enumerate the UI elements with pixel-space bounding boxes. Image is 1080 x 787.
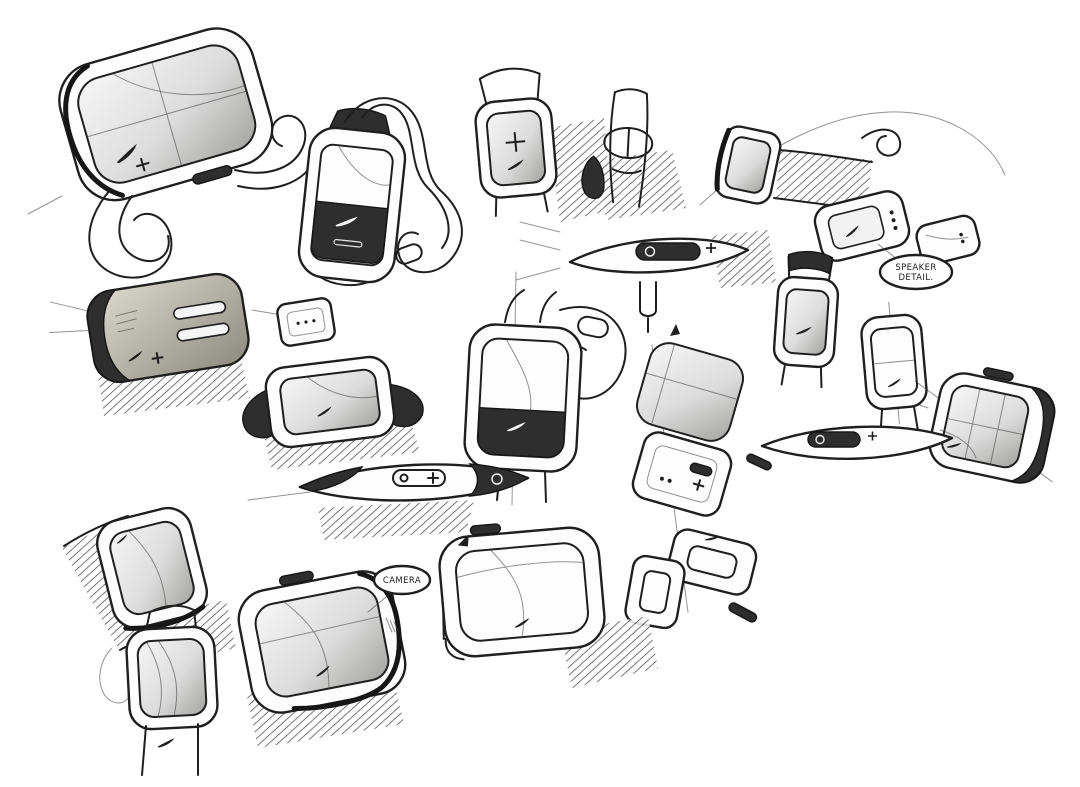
- sketch-watch-long-strap: [297, 97, 463, 287]
- annotation-camera: CAMERA: [383, 576, 421, 586]
- watch-screen: [724, 136, 772, 194]
- speaker-slot: [333, 238, 363, 248]
- sketch-watch-perspective-center: [242, 355, 424, 470]
- top-lug: [328, 107, 391, 135]
- side-button: [278, 570, 314, 586]
- sketch-watch-front-bottom-left: [99, 604, 219, 776]
- sketch-watch-top-view-large: [438, 523, 658, 688]
- contact-dot: [312, 319, 316, 323]
- strap-buckle: [577, 315, 609, 339]
- plus-icon: [868, 431, 877, 441]
- plus-icon: [151, 352, 164, 364]
- sketch-band-side-view-right: [760, 425, 977, 460]
- sketch-watch-front-large-center: [463, 271, 627, 506]
- arrow-mark: [457, 534, 469, 547]
- side-button: [469, 523, 502, 536]
- button-dot: [644, 246, 656, 257]
- sketch-strap-buckle-detail: [581, 88, 686, 336]
- watch-screen: [454, 542, 590, 642]
- long-strap: [344, 97, 463, 274]
- watch-screen: [279, 368, 381, 436]
- speaker-hole: [960, 239, 965, 244]
- sketch-speaker-detail: SPEAKER DETAIL.: [813, 190, 981, 291]
- button-dot: [815, 434, 825, 445]
- exploded-screen: [636, 342, 744, 442]
- swoosh-logo-icon: [157, 738, 175, 748]
- control-pill: [689, 462, 713, 477]
- plus-icon: [427, 472, 439, 484]
- side-button: [192, 165, 233, 185]
- plus-icon: [692, 479, 705, 491]
- hatch-strap: [776, 150, 872, 212]
- watch-screen: [136, 638, 208, 718]
- connector-fork-mark: [639, 281, 657, 333]
- sketch-watch-angled-lower-left: [62, 506, 236, 668]
- watch-screen: [109, 520, 195, 616]
- button-dot: [399, 473, 409, 483]
- contact-dot: [667, 478, 672, 483]
- dark-edge: [86, 288, 132, 383]
- loose-pill: [728, 602, 758, 623]
- sketch-watch-on-wrist: [699, 111, 1006, 212]
- arm-curl: [861, 128, 902, 157]
- button-dot: [491, 473, 503, 485]
- speaker-hole: [891, 218, 896, 223]
- speaker-slot: [176, 322, 230, 342]
- annotation-speaker-line2: DETAIL.: [898, 273, 933, 283]
- strap-buckle: [395, 243, 423, 265]
- exploded-body: [631, 431, 733, 517]
- annotation-speaker-line1: SPEAKER: [895, 263, 936, 273]
- contact-dot: [304, 320, 308, 324]
- plus-icon: [135, 157, 150, 172]
- handwritten-scribble: [385, 617, 400, 633]
- plus-icon: [706, 243, 716, 253]
- control-pill: [392, 469, 446, 487]
- callout-bubble: [878, 253, 954, 291]
- sketch-band-side-view-center: [298, 463, 530, 540]
- side-button: [982, 367, 1014, 382]
- frame-part: [624, 554, 686, 630]
- loose-pill: [746, 453, 772, 471]
- sketch-watch-perspective-bottom-center: CAMERA: [237, 564, 432, 748]
- contact-dot: [296, 321, 300, 325]
- dark-edge: [1008, 386, 1055, 484]
- speaker-slot: [173, 300, 227, 320]
- sketch-watch-front-tall-right: [860, 301, 928, 437]
- strap-end: [787, 250, 834, 275]
- sketch-watch-perspective-far-right: [914, 367, 1056, 484]
- plus-icon: [505, 132, 526, 152]
- sketch-band-side-view-top: [515, 230, 776, 288]
- watch-body: [438, 526, 606, 658]
- hatch-shadow: [596, 150, 686, 220]
- module-body-small: [915, 214, 981, 266]
- callout-bubble: [372, 564, 432, 596]
- strap-left: [242, 388, 275, 439]
- sketch-watch-perspective-large: [58, 27, 317, 279]
- speaker-hole: [893, 225, 898, 230]
- arrow-mark: [670, 324, 680, 336]
- hatch-shadow: [318, 500, 474, 540]
- watch-screen: [782, 288, 830, 356]
- speaker-hole: [889, 210, 894, 215]
- sketch-exploded-view: [624, 342, 772, 630]
- speaker-hole: [959, 232, 963, 237]
- watch-screen: [254, 586, 390, 698]
- sketch-watch-front-small-right: [772, 250, 840, 389]
- sketch-device-speaker-slots: [48, 272, 336, 416]
- contact-dot: [659, 476, 664, 481]
- buckle-pin: [626, 127, 631, 159]
